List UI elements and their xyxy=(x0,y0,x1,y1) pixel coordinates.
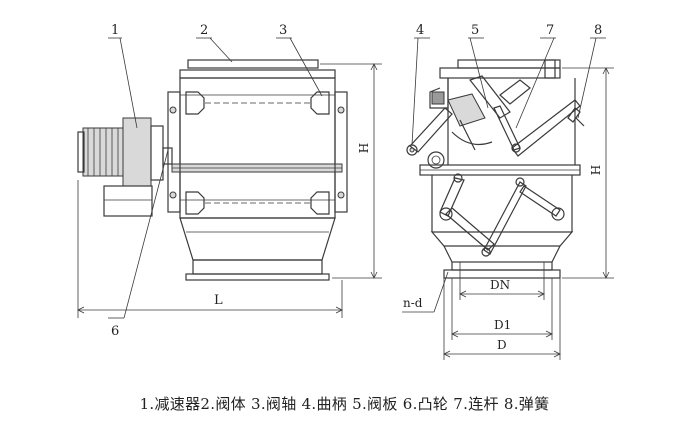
front-view xyxy=(77,59,348,281)
svg-text:3: 3 xyxy=(279,23,287,38)
dimension-h-left: H xyxy=(320,63,382,279)
parts-caption: 1.减速器2.阀体 3.阀轴 4.曲柄 5.阀板 6.凸轮 7.连杆 8.弹簧 xyxy=(139,395,550,413)
svg-text:4: 4 xyxy=(416,23,424,38)
dimension-nd: n-d xyxy=(402,271,449,313)
callout-8: 8 xyxy=(577,23,606,119)
svg-text:5: 5 xyxy=(471,23,479,38)
svg-text:7: 7 xyxy=(546,23,554,38)
svg-text:n-d: n-d xyxy=(403,296,423,310)
svg-text:D1: D1 xyxy=(494,318,511,332)
dimension-l: L xyxy=(77,180,343,318)
svg-text:DN: DN xyxy=(490,278,510,292)
callout-1: 1 xyxy=(108,23,138,129)
callout-4: 4 xyxy=(411,23,430,146)
svg-text:8: 8 xyxy=(594,23,602,38)
dimension-h-right: H xyxy=(562,67,614,279)
callout-5: 5 xyxy=(468,23,489,109)
svg-text:6: 6 xyxy=(111,324,119,339)
svg-text:2: 2 xyxy=(200,23,208,38)
svg-text:H: H xyxy=(589,165,603,175)
svg-text:L: L xyxy=(214,293,223,308)
dimension-dn-d1-d: DN D1 D xyxy=(443,278,561,360)
svg-text:H: H xyxy=(357,143,371,153)
side-view xyxy=(406,59,585,279)
callout-3: 3 xyxy=(276,23,323,97)
svg-text:D: D xyxy=(497,338,507,352)
svg-text:1: 1 xyxy=(111,23,119,38)
callout-2: 2 xyxy=(196,23,233,63)
callout-6: 6 xyxy=(108,149,169,339)
callout-7: 7 xyxy=(515,23,556,129)
